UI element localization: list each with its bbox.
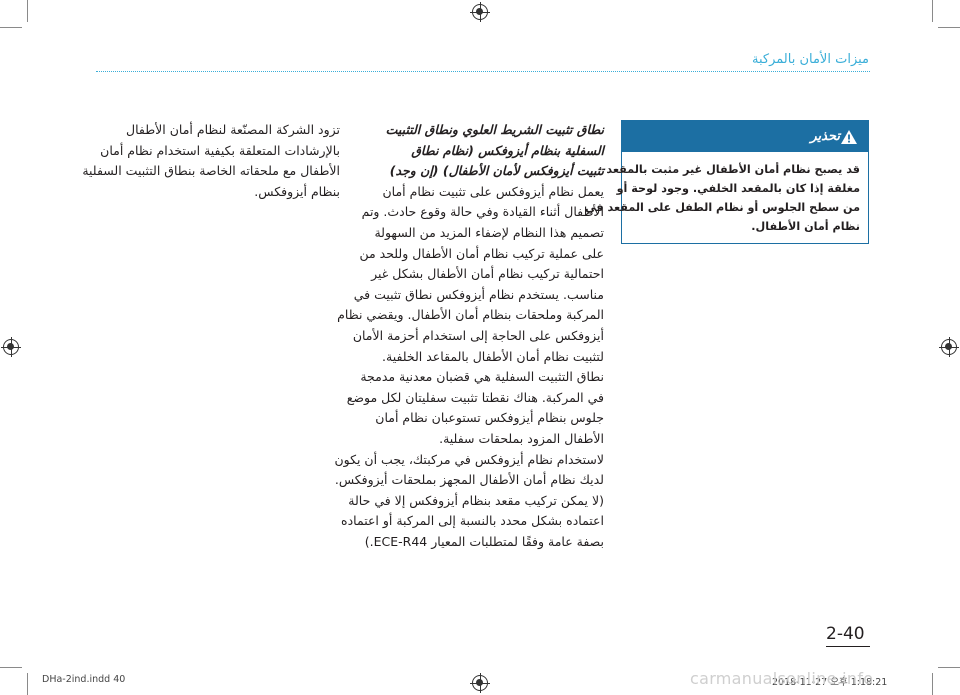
paragraph-line: بالإرشادات المتعلقة بكيفية استخدام نظام … <box>100 142 340 158</box>
paragraph-line: بنظام أيزوفكس. <box>254 183 340 199</box>
date-slug: 2018-11-27 오후 1:18:21 <box>772 677 888 688</box>
paragraph-line: الأطفال مع ملحقاته الخاصة بنطاق التثبيت … <box>82 163 340 179</box>
paragraph-line: تزود الشركة المصنّعة لنظام أمان الأطفال <box>126 122 340 137</box>
file-slug: DHa-2ind.indd 40 <box>42 674 126 685</box>
body-line: لديك نظام أمان الأطفال المجهز بملحقات أي… <box>334 472 604 488</box>
body-line: في المركبة. هناك نقطتا تثبيت سفليتان لكل… <box>346 389 604 405</box>
crop-mark <box>938 667 960 668</box>
body-line: مناسب. يستخدم نظام أيزوفكس نطاق تثبيت في <box>353 286 604 302</box>
warning-header: تحذير <box>622 121 868 152</box>
body-line: اعتماده بشكل محدد بالنسبة إلى المركبة أو… <box>341 513 604 529</box>
body-line: بصفة عامة وفقًا لمتطلبات المعيار ECE-R44… <box>364 533 604 549</box>
warning-body: قد يصبح نظام أمان الأطفال غير مثبت بالمق… <box>584 152 868 236</box>
registration-mark-icon <box>1 337 21 357</box>
body-line: المركبة وملحقات بنظام أمان الأطفال. ويقض… <box>337 307 604 323</box>
warning-triangle-icon <box>840 129 858 145</box>
section-title: ميزات الأمان بالمركبة <box>752 52 869 67</box>
warning-line: مغلقة إذا كان بالمقعد الخلفي. وجود لوحة … <box>616 182 860 195</box>
warning-line: نظام أمان الأطفال. <box>751 220 860 233</box>
crop-mark <box>0 667 22 668</box>
crop-mark <box>938 27 960 28</box>
body-line: على عملية تركيب نظام أمان الأطفال وللحد … <box>359 245 604 261</box>
body-line: احتمالية تركيب نظام أمان الأطفال بشكل غي… <box>371 266 604 282</box>
registration-mark-icon <box>939 337 959 357</box>
warning-box: تحذير قد يصبح نظام أمان الأطفال غير مثبت… <box>584 120 869 244</box>
registration-mark-icon <box>470 2 490 22</box>
warning-line: من سطح الجلوس أو نظام الطفل على المقعد ف… <box>584 201 860 214</box>
crop-mark <box>932 0 933 22</box>
section-divider <box>96 71 870 72</box>
body-line: تصميم هذا النظام لإضفاء المزيد من السهول… <box>374 224 604 240</box>
warning-label: تحذير <box>810 129 840 144</box>
body-line: لتثبيت نظام أمان الأطفال بالمقاعد الخلفي… <box>382 348 604 364</box>
subsection-title: نطاق تثبيت الشريط العلوي ونطاق التثبيت <box>385 122 604 137</box>
body-line: يعمل نظام أيزوفكس على تثبيت نظام أمان <box>382 183 604 199</box>
subsection-title: السفلية بنظام أيزوفكس (نظام نطاق <box>411 142 604 158</box>
body-line: لاستخدام نظام أيزوفكس في مركبتك، يجب أن … <box>334 451 604 467</box>
warning-line: قد يصبح نظام أمان الأطفال غير مثبت بالمق… <box>606 163 860 176</box>
body-line: الأطفال المزود بملحقات سفلية. <box>439 430 604 446</box>
page-number-rule <box>826 646 870 647</box>
body-line: أيزوفكس على الحاجة إلى استخدام أحزمة الأ… <box>352 327 604 343</box>
text-column-middle: نطاق تثبيت الشريط العلوي ونطاق التثبيت ا… <box>334 120 604 552</box>
body-line: نطاق التثبيت السفلية هي قضبان معدنية مدم… <box>360 369 604 385</box>
crop-mark <box>932 673 933 695</box>
crop-mark <box>27 673 28 695</box>
crop-mark <box>0 27 22 28</box>
text-column-left: تزود الشركة المصنّعة لنظام أمان الأطفال … <box>82 120 340 202</box>
registration-mark-icon <box>470 673 490 693</box>
body-line: جلوس بنظام أيزوفكس تستوعبان نظام أمان <box>375 410 604 426</box>
body-line: (لا يمكن تركيب مقعد بنظام أيزوفكس إلا في… <box>348 492 604 508</box>
watermark: carmanualsonline.info <box>690 669 874 688</box>
subsection-title: تثبيت أيزوفكس لأمان الأطفال) (إن وجد) <box>389 163 604 179</box>
page-number: 2-40 <box>826 624 865 644</box>
crop-mark <box>27 0 28 22</box>
body-line: الأطفال أثناء القيادة وفي حالة وقوع حادث… <box>361 204 604 220</box>
